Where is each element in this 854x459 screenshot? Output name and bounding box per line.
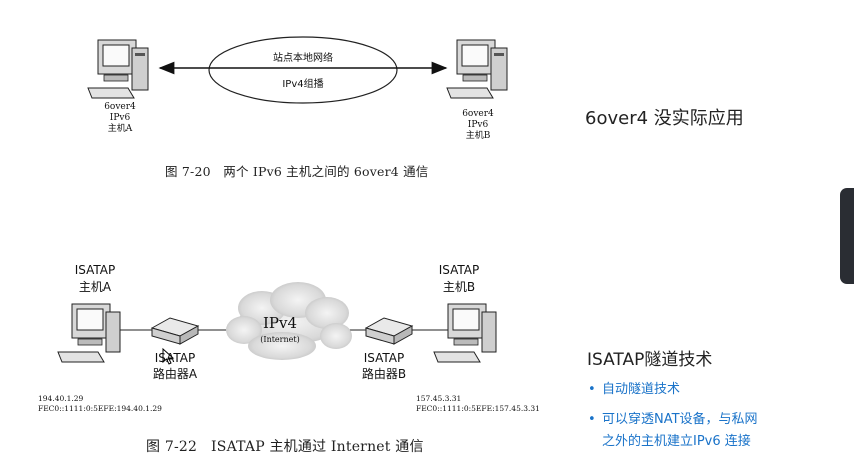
figure-7-20-caption: 图 7-20 两个 IPv6 主机之间的 6over4 通信	[165, 164, 429, 179]
isatap-host-b-title: ISATAP 主机B	[424, 262, 494, 296]
isatap-host-a-title: ISATAP 主机A	[60, 262, 130, 296]
computer-a-icon	[87, 39, 149, 99]
router-a-icon	[150, 317, 200, 345]
multicast-label: IPv4组播	[282, 79, 324, 90]
isatap-host-b-title-2: 主机B	[442, 280, 476, 294]
cloud-title: IPv4	[262, 314, 298, 332]
router-b-label: ISATAP 路由器B	[344, 350, 424, 382]
address-a-ipv4: 194.40.1.29	[38, 394, 84, 403]
router-b-label-2: 路由器B	[361, 367, 407, 381]
router-b-icon	[364, 317, 414, 345]
bullet-item-2: • 可以穿透NAT设备，与私网	[588, 409, 758, 431]
host-b-line-1: 6over4	[462, 109, 494, 119]
router-a-label-1: ISATAP	[154, 351, 196, 365]
figure-7-22-caption: 图 7-22 ISATAP 主机通过 Internet 通信	[146, 439, 424, 455]
router-b-label-1: ISATAP	[363, 351, 405, 365]
bullet-dot-icon: •	[588, 412, 596, 427]
bullet-item-3: 之外的主机建立IPv6 连接	[588, 431, 758, 453]
bullet-text-1: 自动隧道技术	[602, 382, 681, 397]
address-b-ipv4: 157.45.3.31	[416, 394, 462, 403]
isatap-host-a-icon	[57, 303, 121, 363]
isatap-host-a-title-2: 主机A	[78, 280, 112, 294]
host-b-line-2: IPv6	[467, 120, 489, 130]
host-b-label: 6over4 IPv6 主机B	[453, 109, 503, 142]
computer-b-icon	[446, 39, 508, 99]
address-b: 157.45.3.31 FEC0::1111:0:5EFE:157.45.3.3…	[416, 394, 540, 414]
lan-ellipse	[208, 36, 398, 104]
bullet-text-2: 可以穿透NAT设备，与私网	[602, 412, 758, 427]
host-a-label: 6over4 IPv6 主机A	[95, 102, 145, 135]
note-6over4: 6over4 没实际应用	[585, 108, 744, 129]
router-a-label-2: 路由器A	[152, 367, 198, 381]
address-a-ipv6: FEC0::1111:0:5EFE:194.40.1.29	[38, 404, 162, 413]
mouse-cursor-icon	[162, 347, 175, 365]
side-panel-handle[interactable]	[840, 188, 854, 284]
address-b-ipv6: FEC0::1111:0:5EFE:157.45.3.31	[416, 404, 540, 413]
cloud-subtitle: (Internet)	[260, 335, 300, 344]
host-a-line-2: IPv6	[109, 113, 131, 123]
lan-label: 站点本地网络	[273, 53, 333, 64]
isatap-host-a-title-1: ISATAP	[74, 263, 116, 277]
bullet-dot-icon: •	[588, 382, 596, 397]
host-b-line-3: 主机B	[465, 131, 491, 141]
host-a-line-1: 6over4	[104, 102, 136, 112]
address-a: 194.40.1.29 FEC0::1111:0:5EFE:194.40.1.2…	[38, 394, 162, 414]
isatap-host-b-title-1: ISATAP	[438, 263, 480, 277]
isatap-host-b-icon	[433, 303, 497, 363]
internet-cloud-icon	[226, 282, 352, 360]
isatap-heading: ISATAP隧道技术	[587, 350, 713, 370]
bullet-list: • 自动隧道技术 • 可以穿透NAT设备，与私网 之外的主机建立IPv6 连接	[588, 379, 758, 453]
bullet-text-3: 之外的主机建立IPv6 连接	[602, 434, 751, 449]
host-a-line-3: 主机A	[107, 124, 133, 134]
router-a-label: ISATAP 路由器A	[135, 350, 215, 382]
bullet-item-1: • 自动隧道技术	[588, 379, 758, 401]
